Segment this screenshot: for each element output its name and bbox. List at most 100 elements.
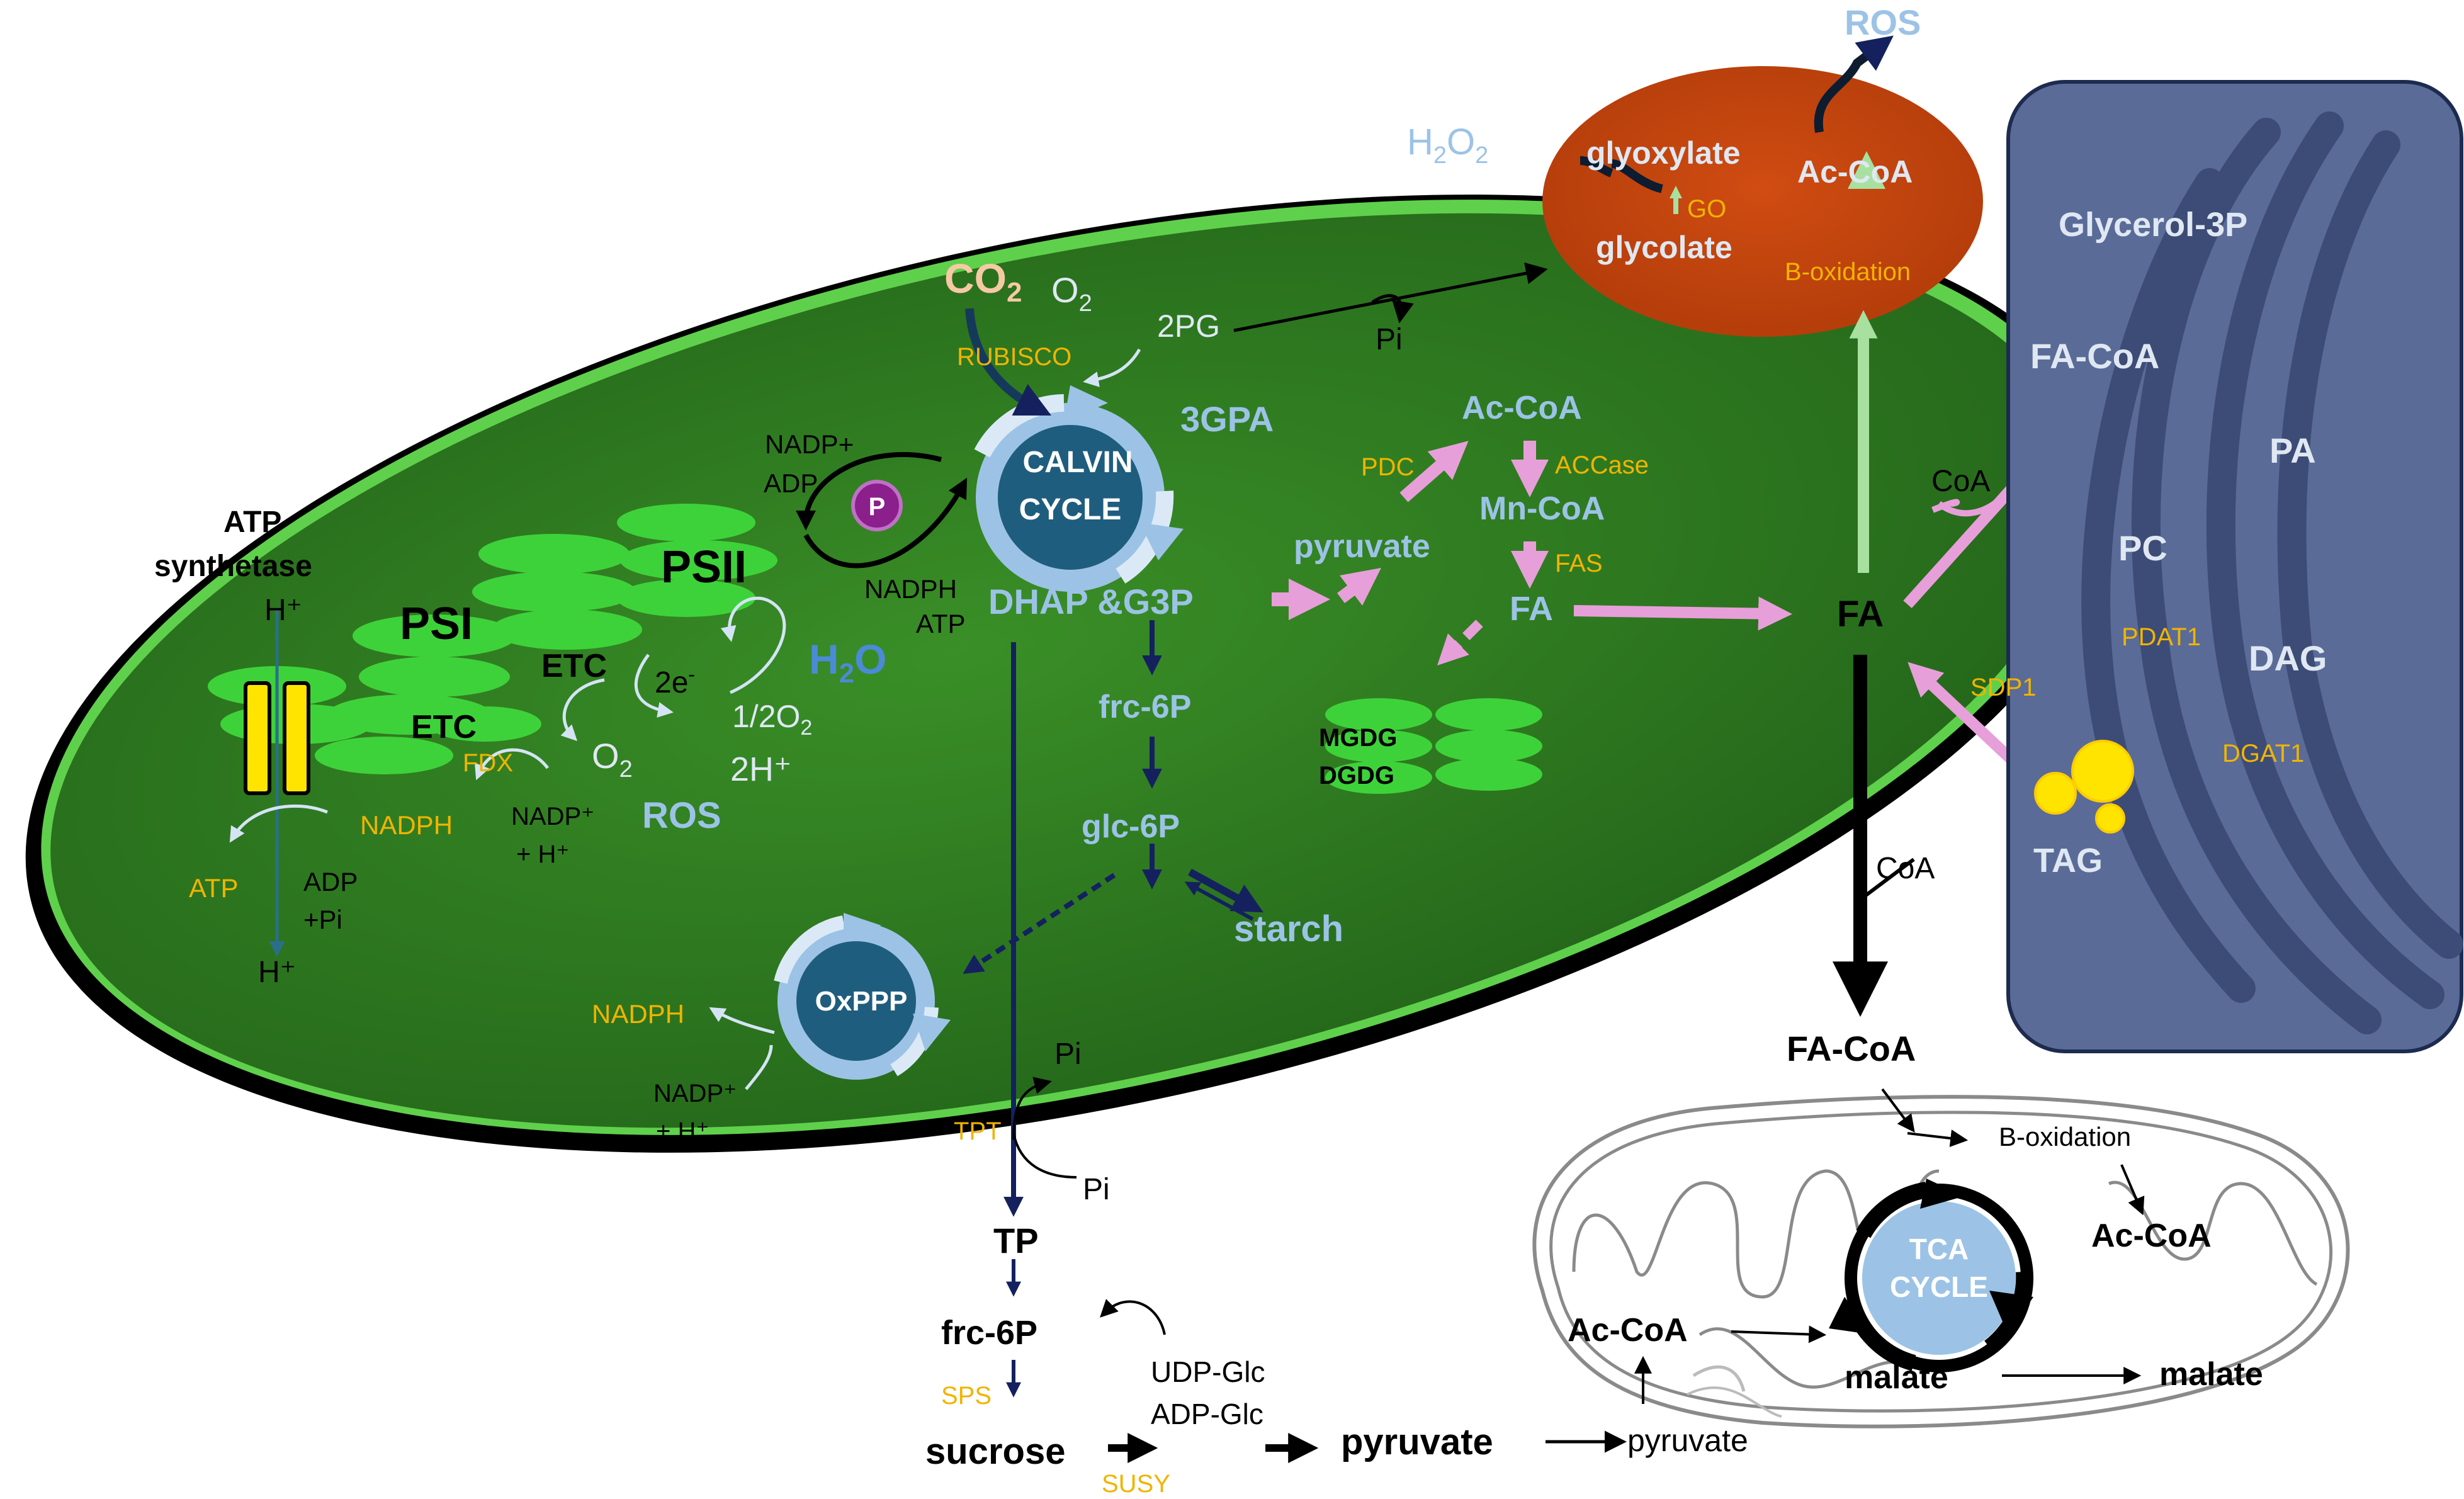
glc6p-label: glc-6P — [1082, 808, 1180, 845]
co2-label: CO2 — [944, 255, 1022, 308]
dhap-g3p-label: DHAP &G3P — [988, 582, 1194, 621]
malate-outer-label: malate — [2159, 1356, 2263, 1393]
psi-label: PSI — [400, 599, 473, 649]
tca-label-1: TCA — [1909, 1233, 1969, 1265]
calvin-label-1: CALVIN — [1022, 446, 1133, 479]
photorespiration-arrows — [1233, 262, 1548, 332]
sps-label: SPS — [941, 1382, 992, 1410]
glyoxylate-label: glyoxylate — [1586, 135, 1741, 171]
fa-chloroplast-label: FA — [1510, 590, 1553, 628]
etc-upper-label: ETC — [541, 648, 607, 684]
sdp1-label: SDP1 — [1970, 674, 2037, 701]
o2-label: O2 — [1051, 270, 1092, 317]
oxppp-label: OxPPP — [815, 986, 908, 1017]
nadp-adp-cycle: P — [796, 452, 968, 568]
half-o2-label: 1/2O2 — [732, 699, 812, 740]
atp-bottom-label: ATP — [189, 873, 239, 903]
h2o-label: H2O — [809, 636, 887, 689]
tpt-pi-arrows — [1012, 1077, 1077, 1179]
acoa-chloroplast-label: Ac-CoA — [1462, 390, 1582, 426]
atp-synthetase-label-1: ATP — [223, 506, 281, 539]
black-arrows — [1100, 655, 2145, 1463]
fas-label: FAS — [1555, 550, 1603, 577]
psii-label: PSII — [661, 542, 747, 592]
fa-center-label: FA — [1837, 594, 1884, 635]
accase-label: ACCase — [1555, 451, 1649, 479]
udp-glc-label: UDP-Glc — [1151, 1355, 1265, 1388]
glycolate-label: glycolate — [1596, 230, 1732, 265]
nadp-oxppp-label-2: + H⁺ — [656, 1117, 709, 1145]
nadph-calvin-label: NADPH — [864, 574, 957, 604]
nadph-oxppp-label: NADPH — [592, 999, 684, 1029]
light-reaction-arrows — [474, 596, 786, 781]
tp-label: TP — [993, 1221, 1039, 1260]
tag-droplets — [2034, 740, 2134, 834]
mgdg-label: MGDG — [1319, 724, 1397, 752]
two-electron-label: 2e- — [655, 663, 695, 699]
b-oxidation-mito-label: B-oxidation — [1999, 1122, 2131, 1151]
malate-inner-label: malate — [1845, 1359, 1948, 1396]
pdc-label: PDC — [1361, 453, 1414, 481]
atp-calvin-label: ATP — [916, 609, 966, 638]
pdat1-label: PDAT1 — [2122, 623, 2201, 651]
galactolipid-stacks — [1325, 698, 1542, 794]
frc6p-cytosol-label: frc-6P — [941, 1314, 1037, 1352]
3gpa-label: 3GPA — [1180, 399, 1274, 439]
oxppp-cycle: OxPPP — [709, 913, 951, 1090]
rubisco-label: RUBISCO — [957, 343, 1071, 371]
o2-radical-label: O2 — [592, 736, 633, 783]
acoa-mito-left-label: Ac-CoA — [1568, 1312, 1688, 1349]
pi-tpt-out-label: Pi — [1054, 1038, 1082, 1071]
coa-lower-label: CoA — [1876, 852, 1935, 885]
nadp-h-label-2: + H⁺ — [516, 840, 569, 868]
etc-lower-label: ETC — [411, 709, 477, 745]
facoa-mito-label: FA-CoA — [1787, 1029, 1916, 1068]
nadp-oxppp-label-1: NADP⁺ — [653, 1080, 737, 1107]
coa-upper-label: CoA — [1931, 465, 1990, 498]
dag-label: DAG — [2249, 638, 2327, 678]
h2o2-label: H2O2 — [1407, 122, 1488, 169]
coa-hook-curve — [1937, 495, 2004, 517]
acoa-mito-label: Ac-CoA — [2091, 1218, 2212, 1254]
atp-synthetase — [229, 608, 328, 957]
calvin-label-2: CYCLE — [1019, 493, 1122, 526]
tpt-label: TPT — [954, 1117, 1002, 1145]
tca-cycle: TCA CYCLE — [1829, 1179, 2033, 1372]
p-badge: P — [869, 493, 886, 521]
2pg-label: 2PG — [1157, 308, 1220, 344]
starch-label: starch — [1234, 908, 1343, 949]
adp-pi-label-1: ADP — [303, 867, 358, 897]
pi-top-label: Pi — [1376, 323, 1403, 356]
mncoa-label: Mn-CoA — [1479, 490, 1605, 527]
co2-arrow — [965, 308, 1052, 416]
navy-pathway-arrows — [963, 620, 1263, 1398]
ros-top-label: ROS — [1845, 3, 1921, 42]
pa-label: PA — [2269, 431, 2316, 470]
o2-arrow — [1083, 348, 1141, 387]
er-facoa-label: FA-CoA — [2030, 336, 2159, 376]
nadp-plus-label: NADP+ — [765, 429, 854, 459]
pyruvate-chloroplast-label: pyruvate — [1294, 528, 1430, 565]
tag-label: TAG — [2033, 842, 2103, 880]
adp-label: ADP — [764, 468, 818, 498]
two-h-plus-label: 2H⁺ — [730, 750, 792, 788]
go-enzyme-label: GO — [1687, 195, 1726, 223]
nadp-h-label-1: NADP⁺ — [511, 803, 594, 830]
nadph-left-label: NADPH — [360, 810, 453, 840]
h-plus-top-label: H⁺ — [264, 594, 302, 627]
ros-chloroplast-label: ROS — [642, 795, 721, 836]
glycerol3p-label: Glycerol-3P — [2059, 206, 2247, 244]
pyruvate-cytosol-label: pyruvate — [1341, 1422, 1493, 1462]
atp-synthetase-label-2: synthetase — [154, 550, 312, 583]
adp-pi-label-2: +Pi — [303, 905, 342, 934]
fdx-label: FDX — [463, 749, 513, 777]
sucrose-label: sucrose — [925, 1431, 1065, 1472]
chloroplast — [25, 195, 2115, 1153]
dgdg-label: DGDG — [1319, 762, 1394, 789]
peroxisome-acoa-label: Ac-CoA — [1797, 154, 1913, 189]
b-oxidation-perox-label: B-oxidation — [1785, 258, 1911, 286]
pc-label: PC — [2118, 528, 2167, 568]
dgat1-label: DGAT1 — [2222, 740, 2304, 767]
calvin-cycle: CALVIN CYCLE — [974, 385, 1184, 592]
